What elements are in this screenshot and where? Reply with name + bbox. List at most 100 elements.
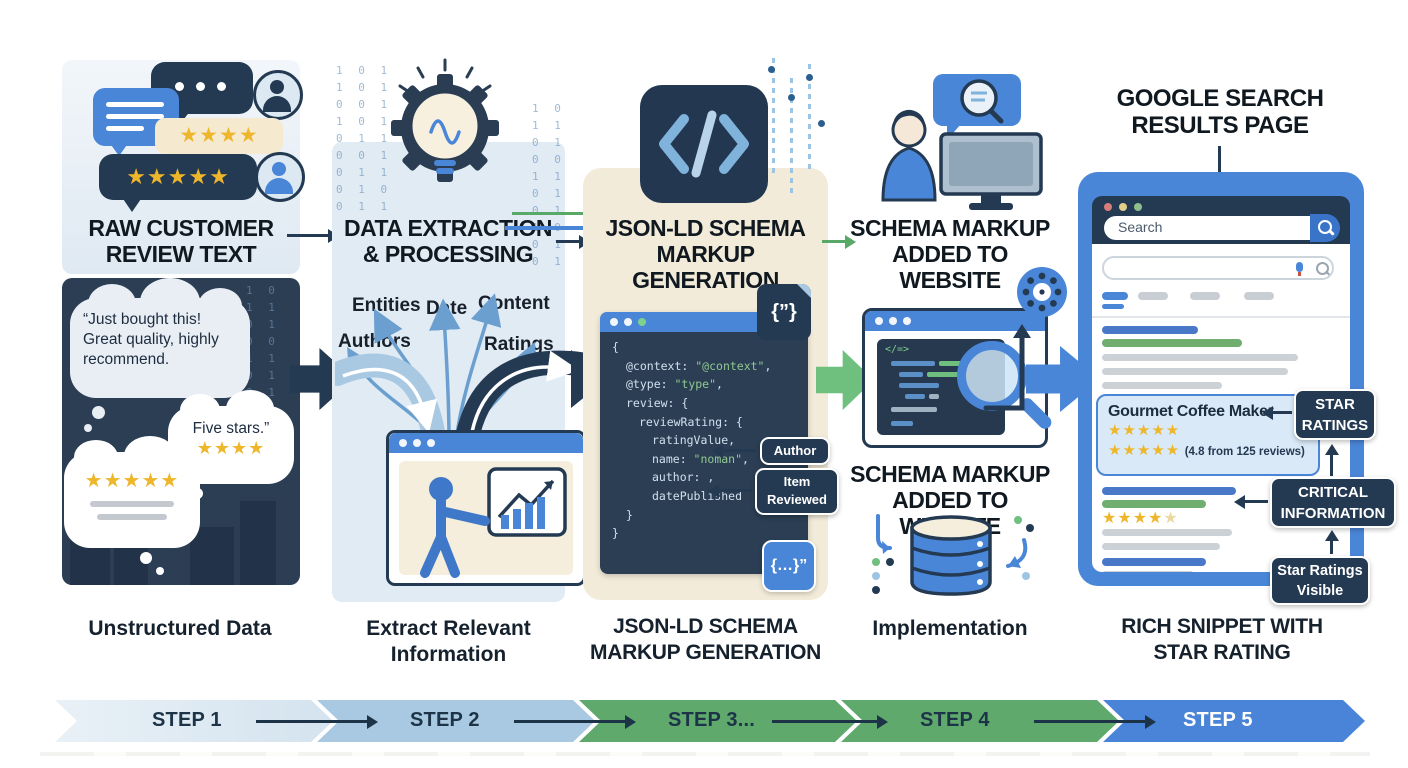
col4-caption: Implementation (872, 617, 1028, 640)
step-arrow-2 (514, 715, 636, 729)
thought-main-text: “Just bought this! Great quality, highly… (83, 311, 219, 368)
thought-cloud-main: “Just bought this! Great quality, highly… (70, 278, 250, 398)
tag-entities: Entities (352, 295, 421, 316)
gear-circle-icon (1017, 267, 1067, 317)
person-computer-icon (881, 74, 1043, 210)
col4-heading: SCHEMA MARKUP ADDED TO WEBSITE (850, 215, 1050, 293)
tab (1138, 292, 1168, 300)
thought-cloud-five-stars: Five stars.” ★★★★ (168, 390, 294, 484)
rich-snippet-card: Gourmet Coffee Maker ★★★★★ ★★★★★ (4.8 fr… (1096, 394, 1320, 476)
col5-heading: GOOGLE SEARCH RESULTS PAGE (1116, 85, 1324, 139)
five-star-rating: ★★★★★ (84, 470, 180, 492)
tab (1244, 292, 1274, 300)
serp-titlebar: Search (1092, 196, 1350, 244)
step-arrow-3 (772, 715, 888, 729)
snippet-title: Gourmet Coffee Maker (1108, 403, 1274, 420)
traffic-dot-yellow (1119, 203, 1127, 211)
callout-star-ratings-visible: Star Ratings Visible (1270, 556, 1370, 605)
critical-up-arrow (1325, 444, 1339, 476)
critical-left-arrow (1234, 495, 1268, 509)
col5-caption: RICH SNIPPET WITH STAR RATING (1121, 615, 1323, 665)
lightbulb-gear-icon (391, 58, 499, 182)
heading-connector-line (1218, 146, 1221, 174)
callout-author: Author (760, 437, 830, 465)
braces-glyph: {…}” (770, 557, 808, 574)
avatar-icon (255, 152, 305, 202)
window-titlebar (865, 311, 1045, 331)
snippet-stars-row1: ★★★★★ (1108, 422, 1181, 439)
callout-star-ratings: STAR RATINGS (1294, 389, 1376, 440)
col2-caption: Extract Relevant Information (366, 617, 531, 667)
search-value: Search (1118, 219, 1163, 235)
dots-decoration (772, 58, 775, 178)
binary-decoration: 1 0 1 1 0 1 0 0 1 1 0 1 0 1 1 0 0 1 0 1 … (336, 64, 390, 212)
person-chart-icon (420, 467, 567, 578)
dots-decoration (808, 64, 811, 174)
thought-small-text: Five stars.” (192, 420, 270, 437)
four-star-rating: ★★★★ (196, 438, 266, 458)
traffic-dot-red (1104, 203, 1112, 211)
callout-item-arrow (708, 484, 752, 498)
json-braces-icon: {…}” (762, 540, 816, 592)
star-ratings-arrow (1262, 406, 1292, 420)
step-5-label: STEP 5 (1183, 709, 1253, 731)
json-ld-code: { @context: "@context", @type: "type", r… (612, 340, 772, 541)
arrow-col2-col3 (556, 235, 590, 249)
dots-decoration (790, 78, 793, 198)
step-3-label: STEP 3... (668, 709, 756, 731)
callout-item-reviewed: Item Reviewed (755, 468, 839, 515)
swoosh-dark-arrow (454, 350, 584, 452)
snippet-stars-row2: ★★★★★ (1108, 441, 1181, 459)
unstructured-data-panel: 1 0 1 1 0 1 0 0 1 1 0 1 0 1 1 0 0 1 0 1 … (62, 278, 300, 585)
window-titlebar (389, 433, 583, 453)
col1-caption: Unstructured Data (88, 617, 272, 640)
snippet-rating-text: (4.8 from 125 reviews) (1184, 445, 1305, 458)
tab (1190, 292, 1220, 300)
result-title-bar (1102, 558, 1206, 566)
step-arrow-1 (256, 715, 378, 729)
callout-author-arrow (712, 444, 756, 458)
result-title-bar (1102, 487, 1236, 495)
avatar-icon (253, 70, 303, 120)
traffic-dot-green (1134, 203, 1142, 211)
mic-icon (1296, 262, 1303, 272)
callout-critical-information: CRITICAL INFORMATION (1270, 477, 1396, 528)
website-code-window: </=> (862, 308, 1055, 448)
col3-caption: JSON-LD SCHEMA MARKUP GENERATION (590, 615, 821, 665)
json-file-glyph: {”} (771, 301, 797, 323)
result2-stars: ★★★★★ (1102, 510, 1179, 527)
json-file-icon: {”} (757, 284, 811, 340)
col2-heading: DATA EXTRACTION & PROCESSING (343, 215, 553, 267)
magnifier-small-icon (1316, 262, 1329, 275)
star-rating-pill: ★★★★ (155, 118, 283, 154)
step-arrow-4 (1034, 715, 1156, 729)
code-icon (640, 85, 768, 203)
editor-titlebar (600, 312, 808, 332)
review-icons-cluster: ★★★★ ★★★★★ (85, 62, 305, 212)
bottom-artifact (40, 752, 1370, 756)
search-input: Search (1104, 216, 1310, 240)
swoosh-light-arrow (335, 353, 445, 444)
tab-active (1102, 292, 1128, 300)
step-4-label: STEP 4 (920, 709, 990, 731)
analysis-window (386, 430, 586, 586)
visible-up-arrow (1325, 530, 1339, 554)
four-star-rating: ★★★★ (179, 124, 259, 147)
arrow-col3-col4 (822, 235, 856, 249)
thought-cloud-stars-lines: ★★★★★ (64, 436, 200, 548)
step-2-label: STEP 2 (410, 709, 480, 731)
search-button (1310, 214, 1340, 242)
result-title-bar (1102, 326, 1198, 334)
result-url-bar (1102, 339, 1242, 347)
database-icon (872, 514, 1034, 596)
result-url-bar (1102, 500, 1206, 508)
code-tag-label: </=> (885, 344, 910, 355)
elbow-arrow-up (983, 324, 1031, 411)
search-icon (1318, 220, 1332, 234)
serp-search-bar (1102, 256, 1334, 280)
col1-heading: RAW CUSTOMER REVIEW TEXT (88, 215, 274, 267)
star-rating-bubble-dark: ★★★★★ (99, 154, 257, 212)
five-star-rating: ★★★★★ (126, 164, 230, 189)
col3-heading: JSON-LD SCHEMA MARKUP GENERATION (605, 215, 806, 293)
